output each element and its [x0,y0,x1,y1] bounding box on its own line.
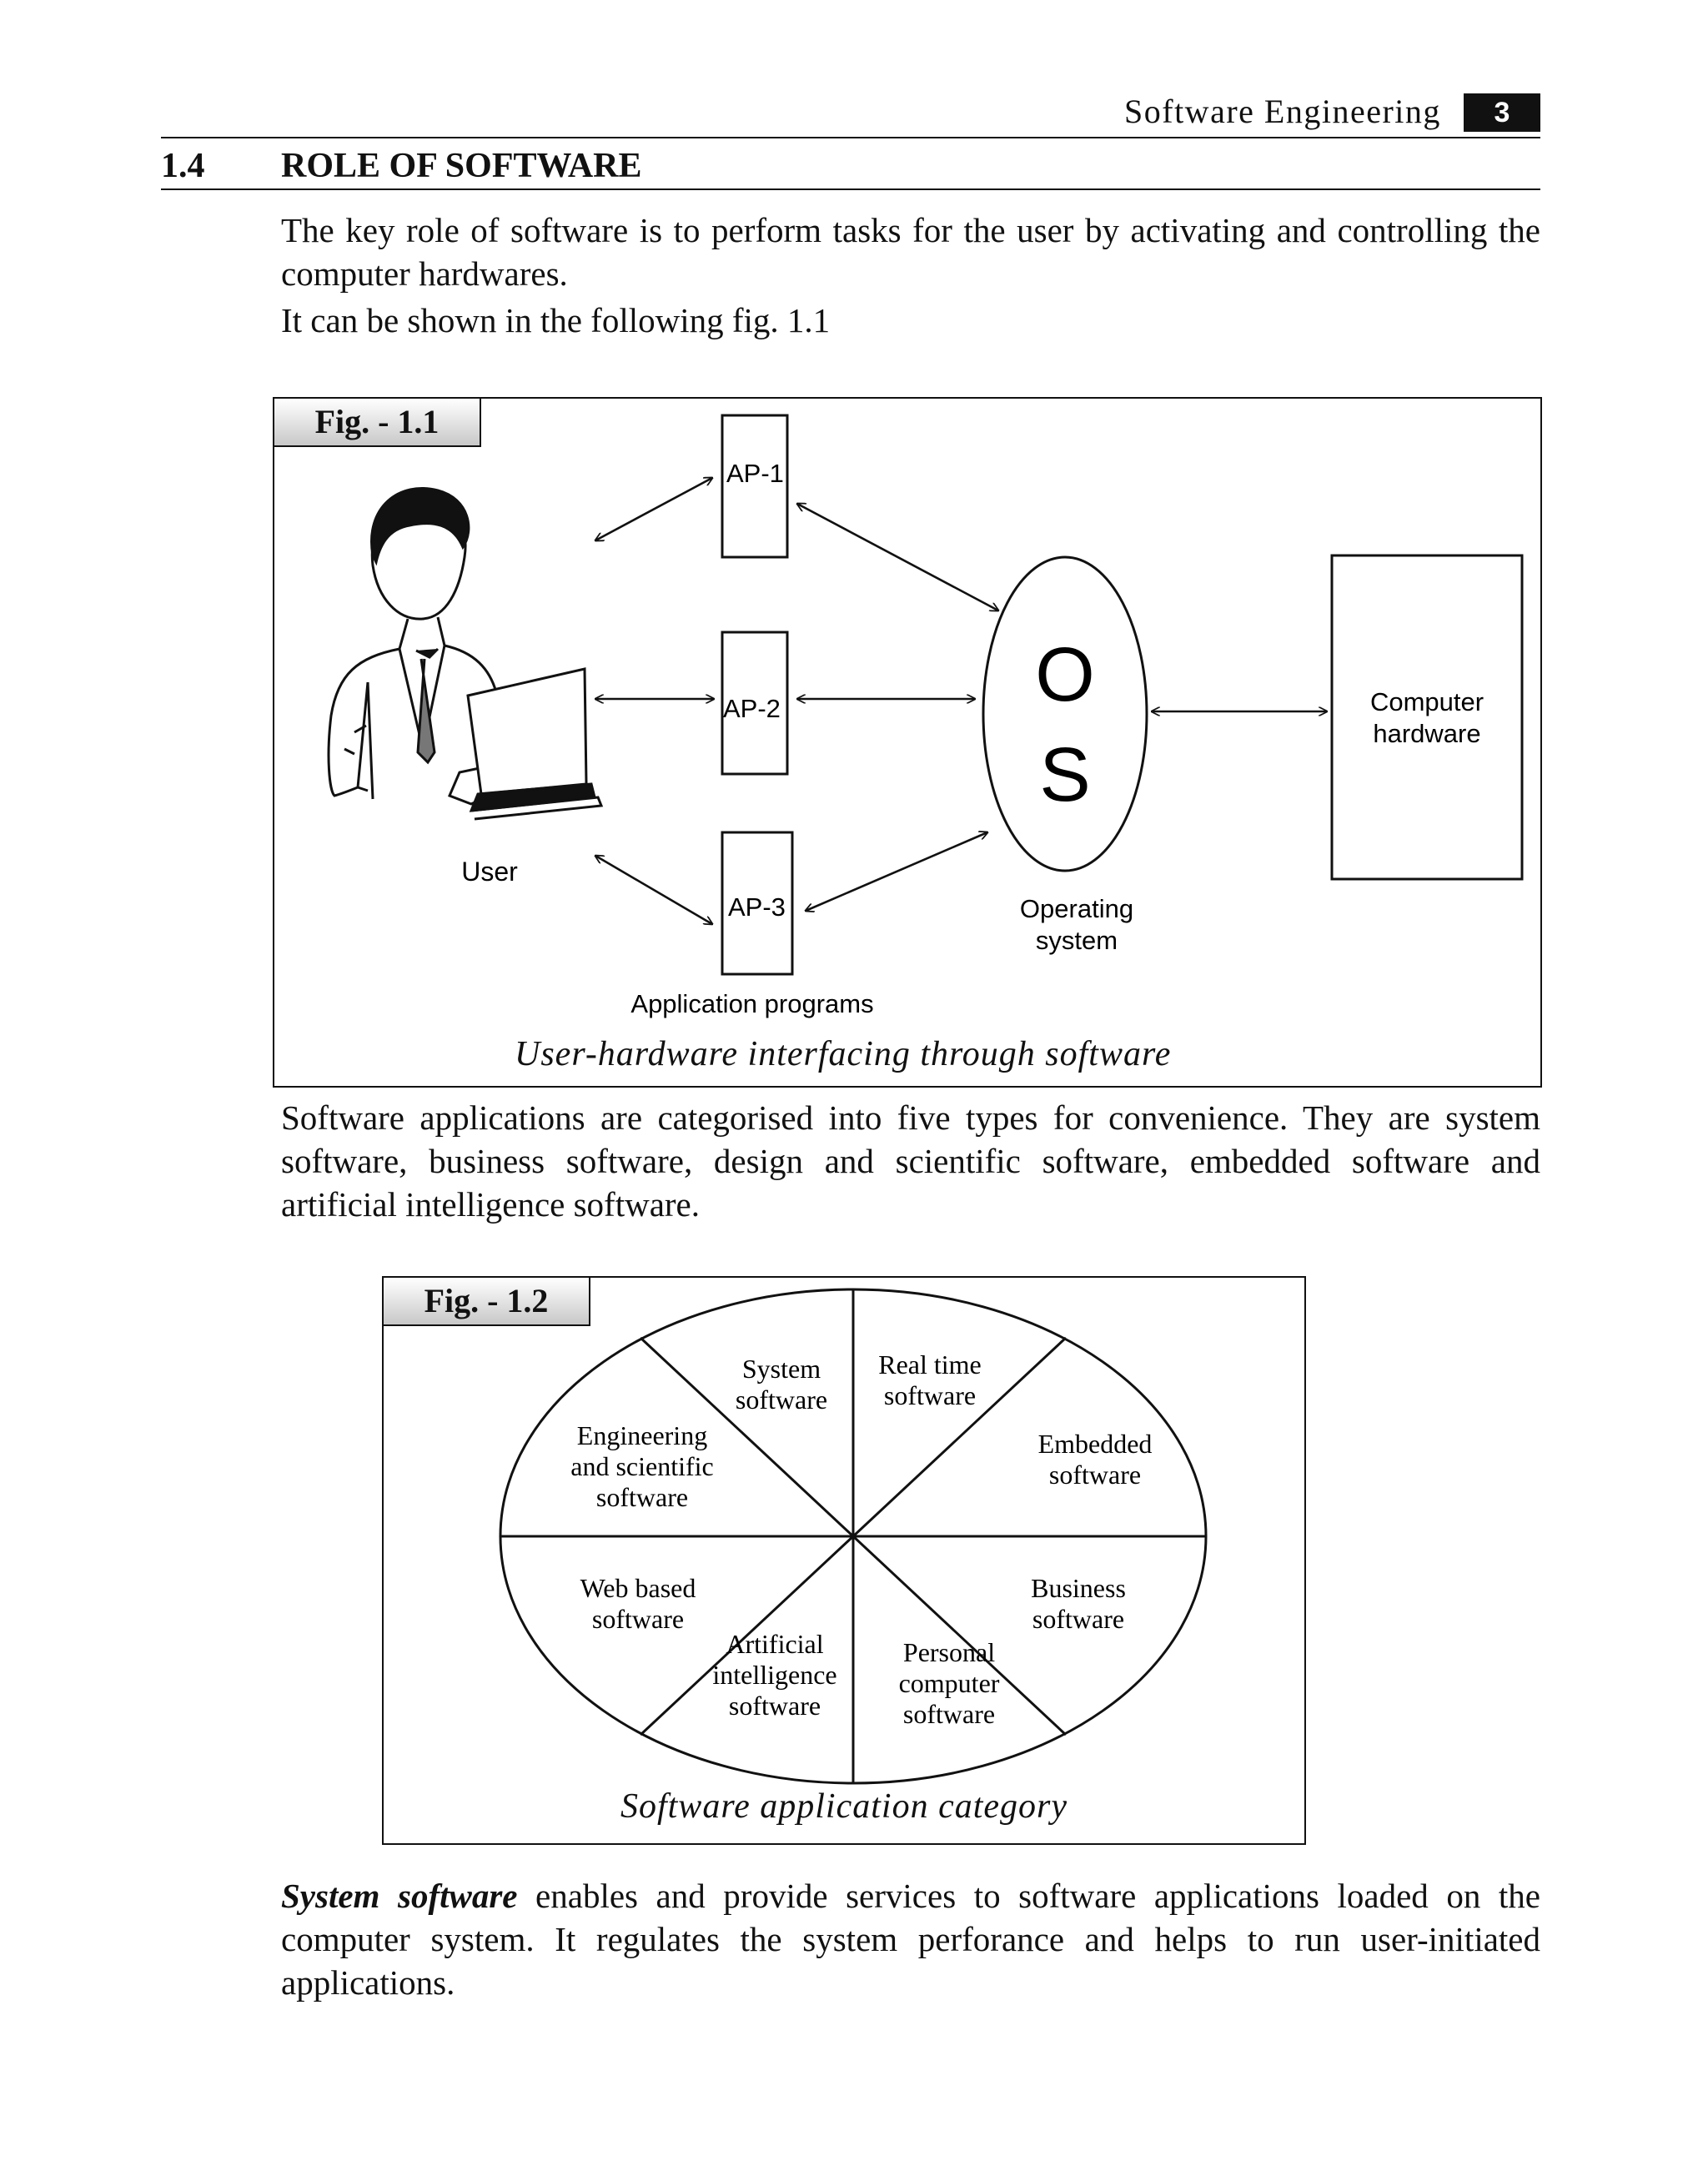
intro-paragraph: The key role of software is to perform t… [281,211,1540,293]
divider-diagonal-b [639,1336,1068,1736]
segment-label-line: software [592,1604,684,1634]
segment-label-line: Engineering [577,1420,707,1450]
section-title: ROLE OF SOFTWARE [281,147,642,185]
user-icon [327,487,604,821]
segment-label-line: Business [1031,1573,1126,1603]
figure-1-1-diagram: User AP-1 AP-2 AP-3 Application programs… [327,414,1524,1018]
segment-label-line: System [742,1354,821,1384]
ap-3-box [721,831,794,976]
segment-label-line: software [903,1699,995,1729]
arrow-ap1-os [797,504,998,611]
segment-label-line: Personal [903,1637,995,1667]
figure-1-2-caption: Software application category [620,1787,1068,1826]
segment-label-line: Embedded [1038,1429,1153,1459]
categories-paragraph: Software applications are categorised in… [281,1098,1540,1224]
section-rule [161,188,1540,190]
figure-1-1-caption: User-hardware interfacing through softwa… [515,1035,1172,1073]
hardware-label-line1: Computer [1370,687,1484,716]
os-label-line2: system [1036,926,1118,955]
ap-3-label: AP-3 [728,892,786,922]
running-header-title: Software Engineering [1124,93,1441,130]
user-label: User [461,857,518,887]
system-software-term: System software [281,1877,518,1915]
header-rule [161,137,1540,138]
segment-label-line: intelligence [712,1660,836,1690]
segment-label-line: and scientific [570,1451,713,1481]
segment-label-line: software [884,1380,976,1410]
ap-1-box [721,414,789,559]
os-letter-s: S [1039,732,1090,817]
segment-label-line: software [1049,1460,1141,1490]
ap-2-box [721,631,789,776]
segment-label-line: Artificial [726,1629,823,1659]
segment-label-line: computer [899,1668,1000,1698]
hardware-label-line2: hardware [1373,719,1480,748]
hardware-box [1330,554,1524,881]
intro-text: The key role of software is to perform t… [281,209,1540,342]
intro-reference: It can be shown in the following fig. 1.… [281,301,831,339]
ap-2-label: AP-2 [723,694,781,723]
arrow-ap3-os [806,832,987,911]
categories-text: Software applications are categorised in… [281,1096,1540,1226]
section-number: 1.4 [161,147,205,185]
application-programs-label: Application programs [630,989,873,1018]
system-software-paragraph: System software enables and provide serv… [281,1874,1540,2004]
segment-label-line: Web based [580,1573,696,1603]
figure-1-1: User AP-1 AP-2 AP-3 Application programs… [273,397,1542,1088]
page-number: 3 [1464,93,1540,132]
segment-label-line: software [1032,1604,1124,1634]
os-label-line1: Operating [1020,894,1133,923]
figure-1-2-tag: Fig. - 1.2 [382,1276,590,1326]
figure-1-1-tag: Fig. - 1.1 [273,397,481,447]
os-ellipse [982,555,1148,872]
segment-label-line: software [596,1482,688,1512]
segment-label-line: Real time [878,1349,982,1379]
arrow-user-ap1 [595,478,712,540]
arrow-user-ap3 [595,856,712,924]
system-software-text: System software enables and provide serv… [281,1874,1540,2004]
ap-1-label: AP-1 [726,459,784,488]
system-software-description: enables and provide services to software… [281,1877,1541,2002]
os-letter-o: O [1035,632,1095,717]
segment-label-line: software [729,1691,821,1721]
segment-label-line: software [736,1385,827,1415]
